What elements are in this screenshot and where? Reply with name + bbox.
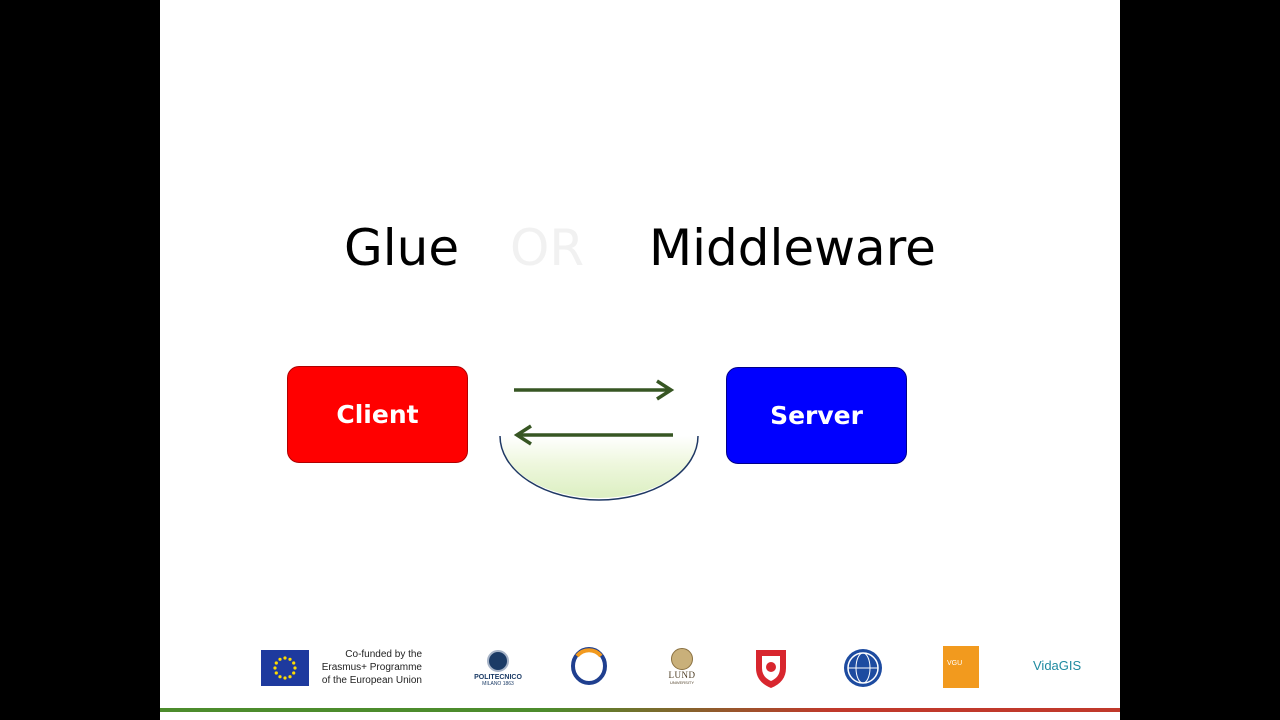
title-glue: Glue <box>344 219 460 277</box>
polimi-seal-icon <box>487 650 509 672</box>
middleware-bowl <box>500 436 698 498</box>
vgu-logo: VGU <box>943 646 979 688</box>
globe-logo-icon <box>844 649 882 687</box>
client-label: Client <box>336 400 419 429</box>
server-box: Server <box>726 367 907 464</box>
eu-flag-icon <box>261 650 309 686</box>
server-label: Server <box>770 401 863 430</box>
erasmus-cofunded-text: Co-funded by the Erasmus+ Programme of t… <box>321 649 422 686</box>
arrow-server-to-client <box>513 424 673 446</box>
title-or: OR <box>510 219 585 277</box>
lund-seal-icon <box>671 648 693 670</box>
vidagis-logo: VidaGIS <box>1033 658 1082 673</box>
middleware-diagram <box>499 379 699 501</box>
shield-logo-icon <box>756 650 786 688</box>
arrow-client-to-server <box>514 379 675 401</box>
slide: Glue OR Middleware Client Server <box>160 0 1120 720</box>
ring-logo-icon <box>571 647 607 685</box>
footer-divider <box>160 708 1120 712</box>
middleware-bowl-outline <box>499 435 699 501</box>
footer-logos: Co-funded by the Erasmus+ Programme of t… <box>160 636 1120 700</box>
polimi-logo: POLITECNICO MILANO 1863 <box>470 650 526 687</box>
title-middleware: Middleware <box>649 219 936 277</box>
lund-logo: LUND UNIVERSITY <box>664 648 700 685</box>
client-box: Client <box>287 366 468 463</box>
